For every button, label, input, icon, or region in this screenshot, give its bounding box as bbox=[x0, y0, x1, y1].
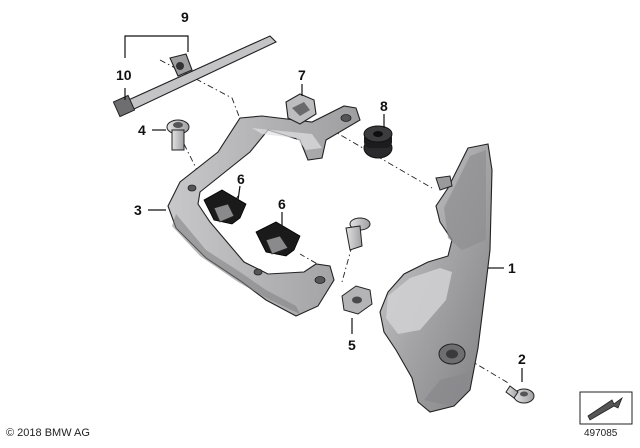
clip-upper-part bbox=[203, 189, 247, 225]
callout-10: 10 bbox=[116, 67, 132, 83]
cable-tie-part bbox=[112, 35, 277, 118]
hex-nut-part bbox=[341, 285, 373, 315]
bolt-part bbox=[166, 119, 190, 151]
stud-part bbox=[345, 217, 371, 251]
callout-labels: 9 10 4 3 6 6 7 8 1 5 2 bbox=[116, 9, 526, 367]
callout-9: 9 bbox=[181, 9, 189, 25]
rubber-grommet-part bbox=[363, 125, 393, 159]
callout-1: 1 bbox=[508, 260, 516, 276]
copyright-text: © 2018 BMW AG bbox=[6, 427, 90, 439]
callout-2: 2 bbox=[518, 351, 526, 367]
clip-lower-part bbox=[255, 221, 301, 257]
mounting-bracket-part bbox=[167, 105, 361, 317]
callout-7: 7 bbox=[298, 67, 306, 83]
callout-6-upper: 6 bbox=[237, 171, 245, 187]
callout-8: 8 bbox=[380, 98, 388, 114]
screw-part bbox=[505, 385, 535, 404]
side-cover-part bbox=[379, 143, 493, 413]
callout-leader-lines bbox=[124, 35, 523, 382]
speed-nut-top-part bbox=[285, 93, 317, 125]
callout-3: 3 bbox=[134, 202, 142, 218]
diagram-number: 497085 bbox=[584, 428, 618, 439]
callout-6-lower: 6 bbox=[278, 196, 286, 212]
callout-5: 5 bbox=[348, 337, 356, 353]
direction-arrow-icon bbox=[579, 391, 633, 425]
callout-4: 4 bbox=[138, 122, 146, 138]
